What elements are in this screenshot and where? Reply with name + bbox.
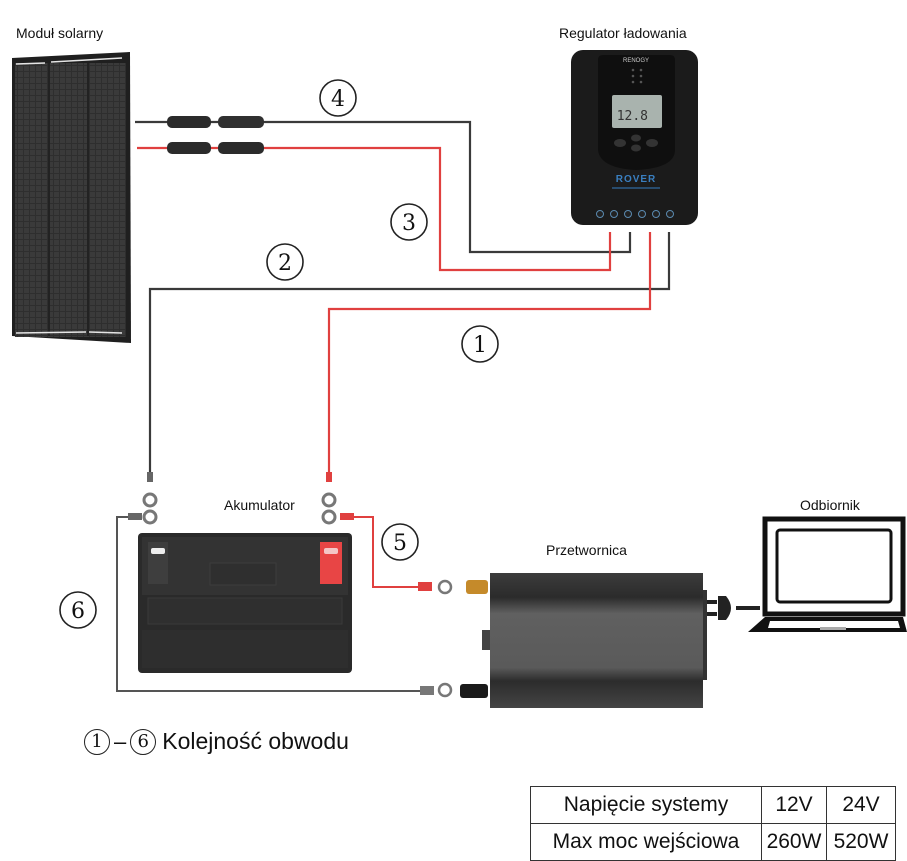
controller-button-left xyxy=(614,139,626,147)
svg-text:5: 5 xyxy=(393,531,407,556)
legend-step-start: 1 xyxy=(84,728,110,755)
load-label: Odbiornik xyxy=(800,497,860,513)
battery-negative-lugs xyxy=(128,472,158,525)
inverter-positive-terminal xyxy=(466,580,488,594)
controller-terminals xyxy=(596,210,674,218)
controller-button-up xyxy=(631,134,641,142)
svg-text:2: 2 xyxy=(278,251,292,276)
spec-power-12v: 260W xyxy=(761,823,827,861)
ac-plug xyxy=(707,596,760,620)
battery-label: Akumulator xyxy=(224,497,295,513)
charge-controller: RENOGY 12.8 ROVER xyxy=(571,50,698,225)
solar-panel-label: Moduł solarny xyxy=(16,25,104,41)
svg-text:6: 6 xyxy=(71,599,85,624)
inverter-negative-terminal xyxy=(460,684,488,698)
wire-3-positive xyxy=(137,146,612,272)
wire-1-positive xyxy=(327,232,652,472)
step-marker-4: 4 xyxy=(319,79,357,117)
step-marker-5: 5 xyxy=(381,523,419,561)
table-row: Napięcie systemy 12V 24V xyxy=(530,786,896,824)
spec-voltage-24v: 24V xyxy=(826,786,896,824)
legend-dash: – xyxy=(114,728,127,754)
controller-model: ROVER xyxy=(616,174,657,185)
lcd-reading: 12.8 xyxy=(617,109,648,124)
legend-step-end: 6 xyxy=(130,728,157,755)
controller-button-right xyxy=(646,139,658,147)
wire-5-positive xyxy=(354,516,453,595)
spec-label-voltage: Napięcie systemy xyxy=(530,786,762,824)
spec-label-power: Max moc wejściowa xyxy=(530,823,762,861)
charge-controller-label: Regulator ładowania xyxy=(559,25,687,41)
svg-text:4: 4 xyxy=(331,87,345,112)
mc4-connectors xyxy=(167,116,264,154)
controller-button-down xyxy=(631,144,641,152)
circuit-order-legend: 1 – 6 Kolejność obwodu xyxy=(84,728,349,755)
step-marker-2: 2 xyxy=(266,243,304,281)
step-marker-6: 6 xyxy=(59,591,97,629)
wire-2-negative xyxy=(148,232,671,472)
battery-positive-lugs xyxy=(321,472,354,525)
inverter xyxy=(460,573,707,708)
svg-text:3: 3 xyxy=(402,211,416,236)
spec-table: Napięcie systemy 12V 24V Max moc wejścio… xyxy=(530,786,896,861)
table-row: Max moc wejściowa 260W 520W xyxy=(530,823,896,861)
wire-4-negative xyxy=(135,120,632,254)
lcd-display xyxy=(612,95,662,128)
solar-panel xyxy=(12,52,131,343)
inverter-label: Przetwornica xyxy=(546,542,627,558)
spec-voltage-12v: 12V xyxy=(761,786,827,824)
svg-text:1: 1 xyxy=(473,333,487,358)
step-marker-1: 1 xyxy=(461,325,499,363)
laptop-load xyxy=(748,516,907,632)
legend-text: Kolejność obwodu xyxy=(162,728,349,754)
battery xyxy=(138,533,352,673)
wire-6-negative xyxy=(116,516,453,698)
spec-power-24v: 520W xyxy=(826,823,896,861)
controller-brand: RENOGY xyxy=(623,58,649,64)
step-marker-3: 3 xyxy=(390,203,428,241)
